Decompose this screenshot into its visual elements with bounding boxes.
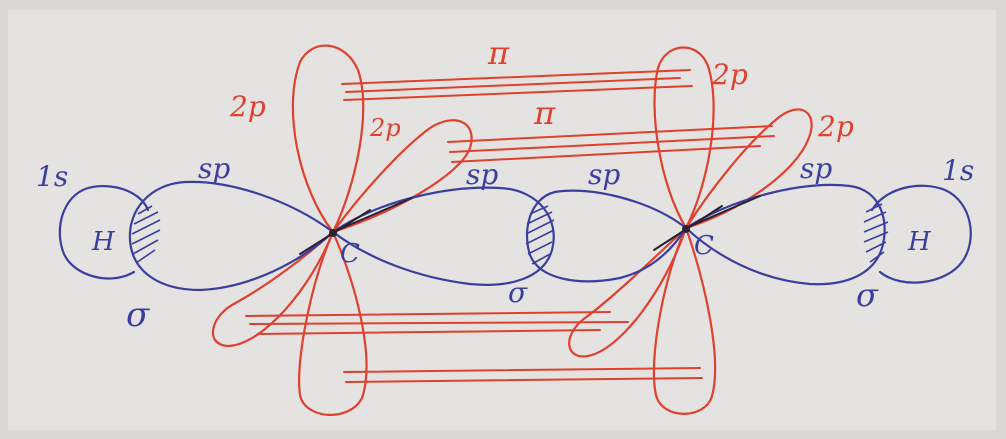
- pi-bond-lower-line-1: [245, 311, 611, 317]
- right-carbon-nucleus-dot: [682, 225, 690, 233]
- label-right-sp-outer: sp: [800, 152, 832, 185]
- left-sigma-overlap-hatching: [131, 205, 161, 264]
- label-pi-middle: π: [533, 94, 556, 132]
- label-left-sp-inner: sp: [466, 158, 498, 191]
- label-right-2p-vertical: 2p: [711, 58, 748, 91]
- left-hydrogen-1s-orbital: [58, 184, 150, 280]
- pi-bond-lower-line-3: [257, 329, 601, 335]
- pi-bond-top-line-1: [341, 69, 691, 85]
- pi-bond-middle-line-2: [449, 135, 775, 153]
- pi-bond-bottom-line-1: [343, 367, 701, 373]
- paper-sheet: [8, 10, 996, 430]
- right-carbon-bond-stroke-2: [685, 195, 761, 229]
- right-carbon-2p-diagonal-upper-lobe: [684, 108, 813, 230]
- label-pi-top: π: [487, 34, 510, 72]
- pi-bond-top-line-2: [343, 85, 693, 101]
- right-carbon-2p-diagonal-lower-lobe: [568, 226, 688, 358]
- right-carbon-2p-vertical-lower-lobe: [652, 226, 717, 415]
- label-right-2p-diagonal: 2p: [817, 110, 854, 143]
- label-left-carbon: C: [340, 239, 360, 269]
- left-carbon-nucleus-dot: [329, 229, 337, 237]
- label-right-carbon: C: [694, 231, 714, 261]
- left-carbon-2p-diagonal-lower-lobe: [211, 230, 335, 348]
- label-left-1s: 1s: [36, 160, 68, 193]
- pi-bond-middle-line-1: [447, 125, 773, 143]
- right-sigma-overlap-hatching: [863, 203, 889, 263]
- label-left-h: H: [91, 227, 116, 257]
- center-sigma-overlap-hatching: [525, 205, 555, 265]
- right-carbon-sp-lobe-inner: [526, 189, 688, 283]
- label-sigma-left: σ: [126, 295, 150, 335]
- label-left-2p-vertical: 2p: [229, 90, 266, 123]
- pi-bond-bottom-line-2: [345, 377, 703, 383]
- pi-bond-top-line-3: [345, 77, 681, 93]
- left-carbon-sp-lobe-inner: [331, 186, 555, 286]
- right-carbon-sp-lobe-outer: [684, 183, 886, 286]
- label-right-h: H: [907, 227, 932, 257]
- label-right-sp-inner: sp: [588, 158, 620, 191]
- label-left-sp-outer: sp: [198, 152, 230, 185]
- left-carbon-2p-vertical-upper-lobe: [291, 44, 365, 234]
- pi-bond-middle-line-3: [451, 145, 761, 163]
- label-left-2p-diagonal: 2p: [369, 114, 401, 142]
- label-sigma-right: σ: [856, 276, 879, 314]
- pi-bond-lower-line-2: [249, 321, 629, 325]
- label-sigma-center: σ: [508, 276, 528, 309]
- label-right-1s: 1s: [942, 154, 974, 187]
- right-carbon-2p-vertical-upper-lobe: [653, 46, 715, 230]
- left-carbon-sp-lobe-outer: [128, 180, 335, 292]
- left-carbon-bond-stroke-2: [332, 197, 413, 233]
- right-hydrogen-1s-orbital: [870, 184, 972, 284]
